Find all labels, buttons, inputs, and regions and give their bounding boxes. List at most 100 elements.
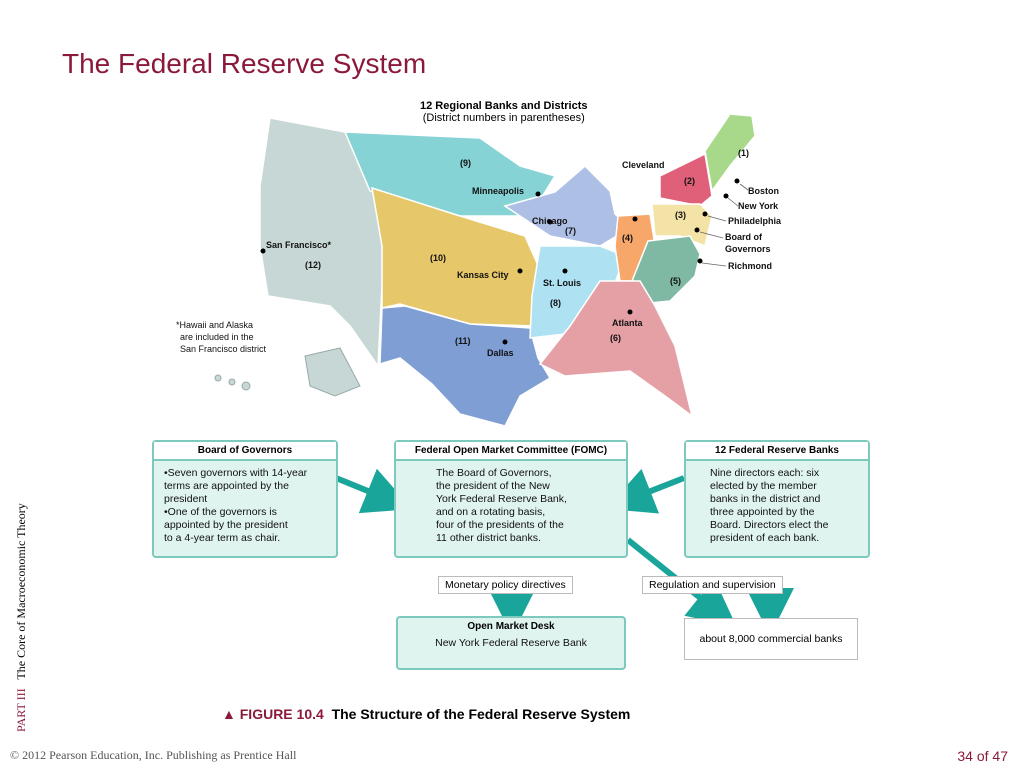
city-label: Philadelphia (728, 216, 782, 226)
district-6-region (538, 280, 694, 418)
box-line: elected by the member (710, 480, 817, 492)
figure-number: FIGURE 10.4 (239, 706, 324, 722)
city-dot (632, 216, 638, 222)
city-label: Atlanta (612, 318, 643, 328)
city-label: New York (738, 201, 779, 211)
district-label: (11) (455, 336, 471, 346)
arrow-bog-to-fomc (334, 468, 413, 514)
alaska-shape (304, 347, 361, 397)
city-dot (517, 268, 523, 274)
district-label: (12) (305, 260, 321, 270)
box-title: Federal Open Market Committee (FOMC) (396, 442, 626, 461)
box-line: appointed by the president (164, 519, 288, 531)
map-subtitle: (District numbers in parentheses) (422, 112, 585, 124)
triangle-icon: ▲ (222, 706, 236, 722)
regulation-tag: Regulation and supervision (642, 576, 783, 594)
district-label: (7) (565, 226, 576, 236)
district-10-region (371, 186, 546, 327)
city-dot (734, 178, 740, 184)
box-line: four of the presidents of the (436, 519, 564, 531)
city-label: Richmond (728, 261, 772, 271)
box-line: Board. Directors elect the (710, 519, 829, 531)
city-dot (260, 248, 266, 254)
district-label: (2) (684, 176, 695, 186)
district-label: (10) (430, 253, 446, 263)
district-label: (3) (675, 210, 686, 220)
box-line: to a 4-year term as chair. (164, 532, 281, 544)
city-label: Boston (748, 186, 779, 196)
district-label: (9) (460, 158, 471, 168)
hawaii-island (241, 381, 251, 391)
part-label: PART III (14, 688, 28, 732)
box-line: New York Federal Reserve Bank (435, 637, 587, 649)
city-dot (723, 193, 729, 199)
leader-line (739, 183, 749, 191)
hawaii-island (228, 378, 236, 386)
city-dot (702, 211, 708, 217)
city-dot (627, 309, 633, 315)
city-dot (694, 227, 700, 233)
sidebar-vertical-label: PART III The Core of Macroeconomic Theor… (10, 440, 34, 740)
box-line: and on a rotating basis, (436, 506, 546, 518)
district-label: (6) (610, 333, 621, 343)
open-market-desk-box: Open Market Desk New York Federal Reserv… (396, 616, 626, 670)
map-note-line: San Francisco district (180, 344, 267, 354)
city-label: San Francisco* (266, 240, 332, 250)
district-label: (5) (670, 276, 681, 286)
city-dot (697, 258, 703, 264)
map-note-line: *Hawaii and Alaska (176, 320, 253, 330)
district-label: (1) (738, 148, 749, 158)
page-title: The Federal Reserve System (62, 48, 427, 79)
federal-reserve-banks-box: 12 Federal Reserve Banks Nine directors … (684, 440, 870, 558)
map-note-line: are included in the (180, 332, 254, 342)
district-3-region (651, 203, 713, 248)
box-line: three appointed by the (710, 506, 815, 518)
figure-title: The Structure of the Federal Reserve Sys… (331, 706, 631, 722)
leader-line (707, 215, 727, 222)
city-label: St. Louis (543, 278, 581, 288)
copyright: © 2012 Pearson Education, Inc. Publishin… (10, 748, 297, 762)
box-line: York Federal Reserve Bank, (436, 493, 567, 505)
leader-line (701, 262, 727, 267)
district-map: 12 Regional Banks and Districts (Distric… (160, 96, 860, 436)
district-label: (4) (622, 233, 633, 243)
figure-caption: ▲ FIGURE 10.4 The Structure of the Feder… (222, 706, 630, 722)
box-title: 12 Federal Reserve Banks (686, 442, 868, 461)
fomc-box: Federal Open Market Committee (FOMC) The… (394, 440, 628, 558)
district-2-region (659, 152, 713, 207)
box-line: president of each bank. (710, 532, 820, 544)
hawaii-island (214, 374, 222, 382)
box-line: •Seven governors with 14-year (164, 467, 308, 479)
map-title: 12 Regional Banks and Districts (420, 100, 588, 112)
monetary-policy-tag: Monetary policy directives (438, 576, 573, 594)
leader-line (727, 197, 739, 207)
city-dot (502, 339, 508, 345)
city-label: Dallas (487, 348, 514, 358)
city-label: Chicago (532, 216, 568, 226)
city-label: Minneapolis (472, 186, 524, 196)
city-dot (547, 219, 553, 225)
leader-line (699, 231, 724, 239)
map-title-block: 12 Regional Banks and Districts (Distric… (420, 100, 588, 124)
box-body: The Board of Governors, the president of… (396, 461, 626, 551)
box-body: •Seven governors with 14-year terms are … (154, 461, 336, 551)
city-label: Governors (725, 244, 771, 254)
box-title: Board of Governors (154, 442, 336, 461)
district-1-region (704, 113, 756, 193)
arrow-frb-to-fomc (605, 468, 686, 514)
box-title: Open Market Desk (467, 621, 555, 632)
district-label: (8) (550, 298, 561, 308)
city-dot (562, 268, 568, 274)
book-title: The Core of Macroeconomic Theory (14, 503, 28, 680)
city-dot (535, 191, 541, 197)
box-line: The Board of Governors, (436, 467, 552, 479)
box-line: 11 other district banks. (436, 532, 541, 544)
city-label: Kansas City (457, 270, 509, 280)
box-line: terms are appointed by the (164, 480, 289, 492)
sidebar-text: PART III The Core of Macroeconomic Theor… (14, 503, 29, 732)
commercial-banks-box: about 8,000 commercial banks (684, 618, 858, 660)
box-body: Nine directors each: six elected by the … (686, 461, 868, 551)
board-of-governors-box: Board of Governors •Seven governors with… (152, 440, 338, 558)
us-map-svg: (1) (2) (3) (4) (5) (6) (7) (8) (9) (10)… (176, 113, 782, 427)
box-line: Nine directors each: six (710, 467, 820, 479)
